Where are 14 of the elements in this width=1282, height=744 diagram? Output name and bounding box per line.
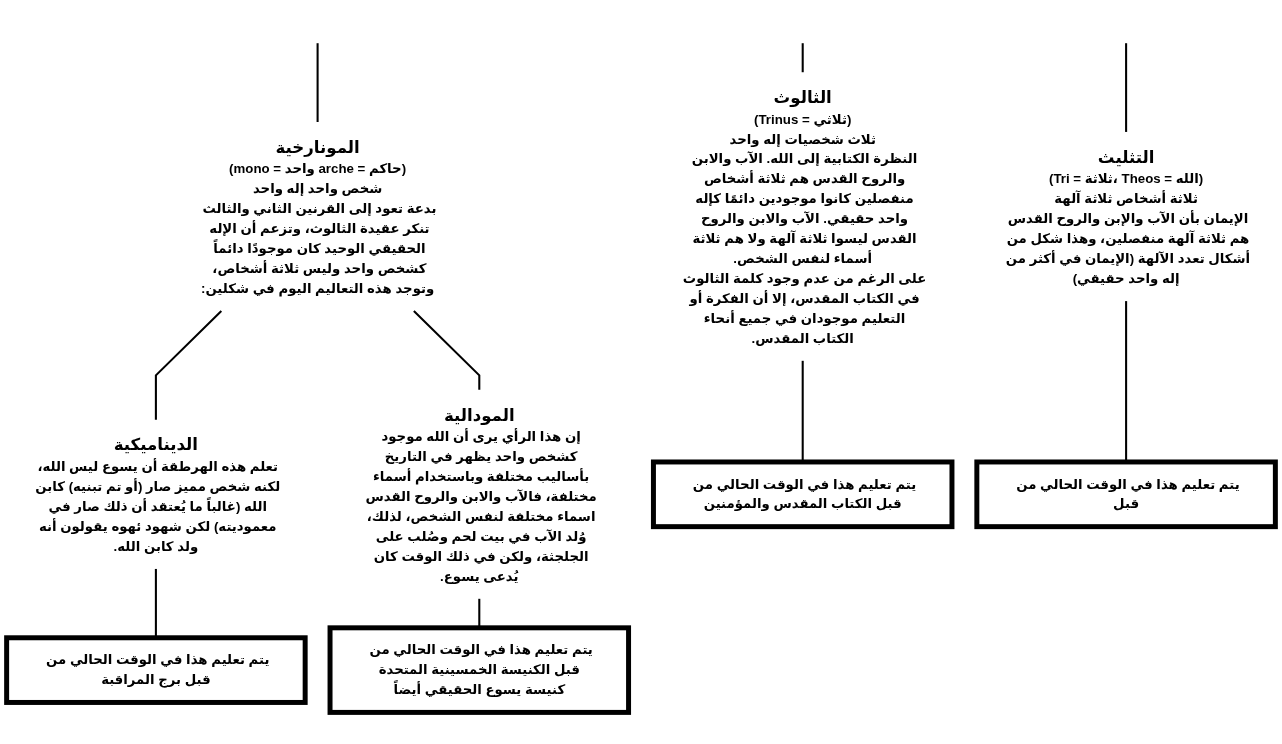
connector: [413, 310, 481, 390]
node-box: يتم تعليم هذا في الوقت الحالي من قبل الكنيسة الخمسينية المتحدة كنيسة يسوع الحقيقي أيضاً: [327, 625, 632, 715]
connector: [1125, 43, 1128, 132]
node-text: الديناميكية تعلم هذه الهرطقة أن يسوع ليس الله، لكنه شخص مميز صار (أو تم تبنيه) كابن الله (غالباً ما يُعتقد أن ذلك صار في معموديته) لكن شهود ئهوه يقولون أنه ولد كابن الله.: [35, 435, 281, 554]
node-text: المونارخية (mono = واحد arche = حاكم) شخص واحد إله واحد بدعة تعود إلى القرنين الثاني والثالث تنكر عقيدة الثالوث، وتزعم أن الإله الحقيقي الوحيد كان موجودًا دائماً كشخص واحد وليس ثلاثة أشخاص، وتوجد هذه التعاليم اليوم في شكلين:: [201, 137, 437, 296]
node-text: المودالية إن هذا الرأي يرى أن الله موجود كشخص واحد يظهر في التاريخ بأساليب مختلفة وباستخدام أسماء مختلفة، فالآب والابن والروح القدس اسماء مختلفة لنفس الشخص، لذلك، وُلد الآب في بيت لحم وصُلب على الجلجثة، ولكن في ذلك الوقت كان يُدعى يسوع.: [365, 405, 597, 584]
connector: [801, 43, 804, 73]
connector: [316, 43, 319, 122]
connector: [154, 310, 223, 420]
node-box: يتم تعليم هذا في الوقت الحالي من قبل برج المراقبة: [4, 635, 308, 705]
node-box: يتم تعليم هذا في الوقت الحالي من قبل: [974, 459, 1278, 530]
node-text: التثليث (Tri = ثلاثة، Theos = الله) ثلاثة أشخاص ثلاثة آلهة الإيمان بأن الآب والإبن والروح القدس هم ثلاثة آلهة منفصلين، وهذا شكل من أشكال تعدد الآلهة (الإيمان في أكثر من إله واحد حقيقي): [1005, 147, 1251, 286]
node-text: الثالوث (Trinus = ثلاثي) ثلاث شخصيات إله واحد النظرة الكتابية إلى الله. الآب والابن والروح القدس هم ثلاثة أشخاص منفصلين كانوا موجودين دائمًا كإله واحد حقيقي. الآب والابن والروح القدس ليسوا ثلاثة آلهة ولا هم ثلاثة أسماء لنفس الشخص. على الرغم من عدم وجود كلمة الثالوث في الكتاب المقدس، إلا أن الفكرة أو التعليم موجودان في جميع أنحاء الكتاب المقدس.: [682, 87, 927, 346]
node-box: يتم تعليم هذا في الوقت الحالي من قبل الكتاب المقدس والمؤمنين: [650, 459, 955, 530]
